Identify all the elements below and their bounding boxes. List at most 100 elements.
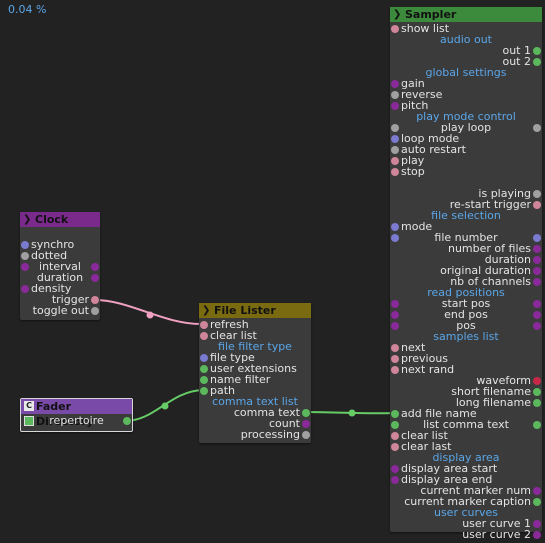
output-port-icon[interactable] [533, 267, 541, 275]
output-port-icon[interactable] [533, 399, 541, 407]
port-row-path[interactable]: path [199, 385, 311, 396]
wire-midpoint-handle[interactable] [348, 409, 356, 417]
port-row-auto-restart[interactable]: auto restart [390, 144, 542, 155]
port-row-display-area-start[interactable]: display area start [390, 463, 542, 474]
port-row-display-area-end[interactable]: display area end [390, 474, 542, 485]
output-port-icon[interactable] [533, 300, 541, 308]
fader-directory-header[interactable]: C Fader Directory [21, 399, 132, 428]
output-port-icon[interactable] [533, 124, 541, 132]
port-row-pos[interactable]: pos [390, 320, 542, 331]
port-row-clear-list[interactable]: clear list [390, 430, 542, 441]
output-port-icon[interactable] [533, 388, 541, 396]
output-port-icon[interactable] [533, 311, 541, 319]
collapse-chevron-icon[interactable]: ❯ [393, 9, 402, 20]
output-port-icon[interactable] [533, 498, 541, 506]
input-port-icon[interactable] [391, 168, 399, 176]
port-row-synchro[interactable]: synchro [20, 239, 100, 250]
port-row-name-filter[interactable]: name filter [199, 374, 311, 385]
input-port-icon[interactable] [391, 322, 399, 330]
port-row-refresh[interactable]: refresh [199, 319, 311, 330]
collapse-chevron-icon[interactable]: ❯ [23, 214, 32, 225]
sampler-header[interactable]: ❯ Sampler [390, 7, 542, 22]
output-port-icon[interactable] [533, 47, 541, 55]
port-row-previous[interactable]: previous [390, 353, 542, 364]
port-row-current-marker-caption[interactable]: current marker caption [390, 496, 542, 507]
output-port-icon[interactable] [533, 201, 541, 209]
output-port-icon[interactable] [302, 409, 310, 417]
input-port-icon[interactable] [391, 443, 399, 451]
input-port-icon[interactable] [200, 387, 208, 395]
port-row-start-pos[interactable]: start pos [390, 298, 542, 309]
input-port-icon[interactable] [391, 135, 399, 143]
port-row-next[interactable]: next [390, 342, 542, 353]
port-row-play-loop[interactable]: play loop [390, 122, 542, 133]
input-port-icon[interactable] [391, 300, 399, 308]
input-port-icon[interactable] [200, 376, 208, 384]
wire-midpoint-handle[interactable] [146, 311, 154, 319]
port-row-user-curve-1[interactable]: user curve 1 [390, 518, 542, 529]
clock-header[interactable]: ❯ Clock [20, 212, 100, 227]
output-port-icon[interactable] [533, 377, 541, 385]
input-port-icon[interactable] [391, 432, 399, 440]
port-row-play[interactable]: play [390, 155, 542, 166]
input-port-icon[interactable] [391, 410, 399, 418]
port-row-stop[interactable]: stop [390, 166, 542, 177]
port-row-show-list[interactable]: show list [390, 23, 542, 34]
output-port-icon[interactable] [533, 531, 541, 539]
output-port-icon[interactable] [91, 263, 99, 271]
port-row-nb-of-channels[interactable]: nb of channels [390, 276, 542, 287]
input-port-icon[interactable] [21, 241, 29, 249]
input-port-icon[interactable] [391, 146, 399, 154]
input-port-icon[interactable] [200, 321, 208, 329]
port-row-reverse[interactable]: reverse [390, 89, 542, 100]
input-port-icon[interactable] [391, 91, 399, 99]
port-row-processing[interactable]: processing [199, 429, 311, 440]
port-row-trigger[interactable]: trigger [20, 294, 100, 305]
port-row-duration[interactable]: duration [20, 272, 100, 283]
input-port-icon[interactable] [391, 234, 399, 242]
input-port-icon[interactable] [391, 311, 399, 319]
input-port-icon[interactable] [391, 355, 399, 363]
port-row-user-extensions[interactable]: user extensions [199, 363, 311, 374]
port-row-user-curve-2[interactable]: user curve 2 [390, 529, 542, 540]
port-row-add-file-name[interactable]: add file name [390, 408, 542, 419]
output-port-icon[interactable] [533, 234, 541, 242]
port-row-gain[interactable]: gain [390, 78, 542, 89]
port-row-duration[interactable]: duration [390, 254, 542, 265]
port-row-dotted[interactable]: dotted [20, 250, 100, 261]
port-row-density[interactable]: density [20, 283, 100, 294]
output-port-icon[interactable] [533, 421, 541, 429]
output-port-icon[interactable] [533, 520, 541, 528]
green-checkbox-icon[interactable] [24, 416, 34, 426]
wire-midpoint-handle[interactable] [161, 402, 169, 410]
file-lister-header[interactable]: ❯ File Lister [199, 303, 311, 318]
output-port-icon[interactable] [533, 278, 541, 286]
input-port-icon[interactable] [200, 332, 208, 340]
input-port-icon[interactable] [391, 157, 399, 165]
output-port-icon[interactable] [533, 190, 541, 198]
port-row-current-marker-num[interactable]: current marker num [390, 485, 542, 496]
port-row-next-rand[interactable]: next rand [390, 364, 542, 375]
port-row-count[interactable]: count [199, 418, 311, 429]
port-row-out-2[interactable]: out 2 [390, 56, 542, 67]
port-row-number-of-files[interactable]: number of files [390, 243, 542, 254]
output-port-icon[interactable] [533, 487, 541, 495]
port-row-is-playing[interactable]: is playing [390, 188, 542, 199]
port-row-loop-mode[interactable]: loop mode [390, 133, 542, 144]
port-row-toggle-out[interactable]: toggle out [20, 305, 100, 316]
output-port-icon[interactable] [533, 58, 541, 66]
input-port-icon[interactable] [21, 252, 29, 260]
port-row-end-pos[interactable]: end pos [390, 309, 542, 320]
port-row-repertoire[interactable]: repertoire [21, 414, 132, 428]
input-port-icon[interactable] [21, 285, 29, 293]
port-row-short-filename[interactable]: short filename [390, 386, 542, 397]
input-port-icon[interactable] [391, 223, 399, 231]
port-row-mode[interactable]: mode [390, 221, 542, 232]
port-row-list-comma-text[interactable]: list comma text [390, 419, 542, 430]
output-port-icon[interactable] [123, 417, 131, 425]
port-row-interval[interactable]: interval [20, 261, 100, 272]
input-port-icon[interactable] [391, 476, 399, 484]
